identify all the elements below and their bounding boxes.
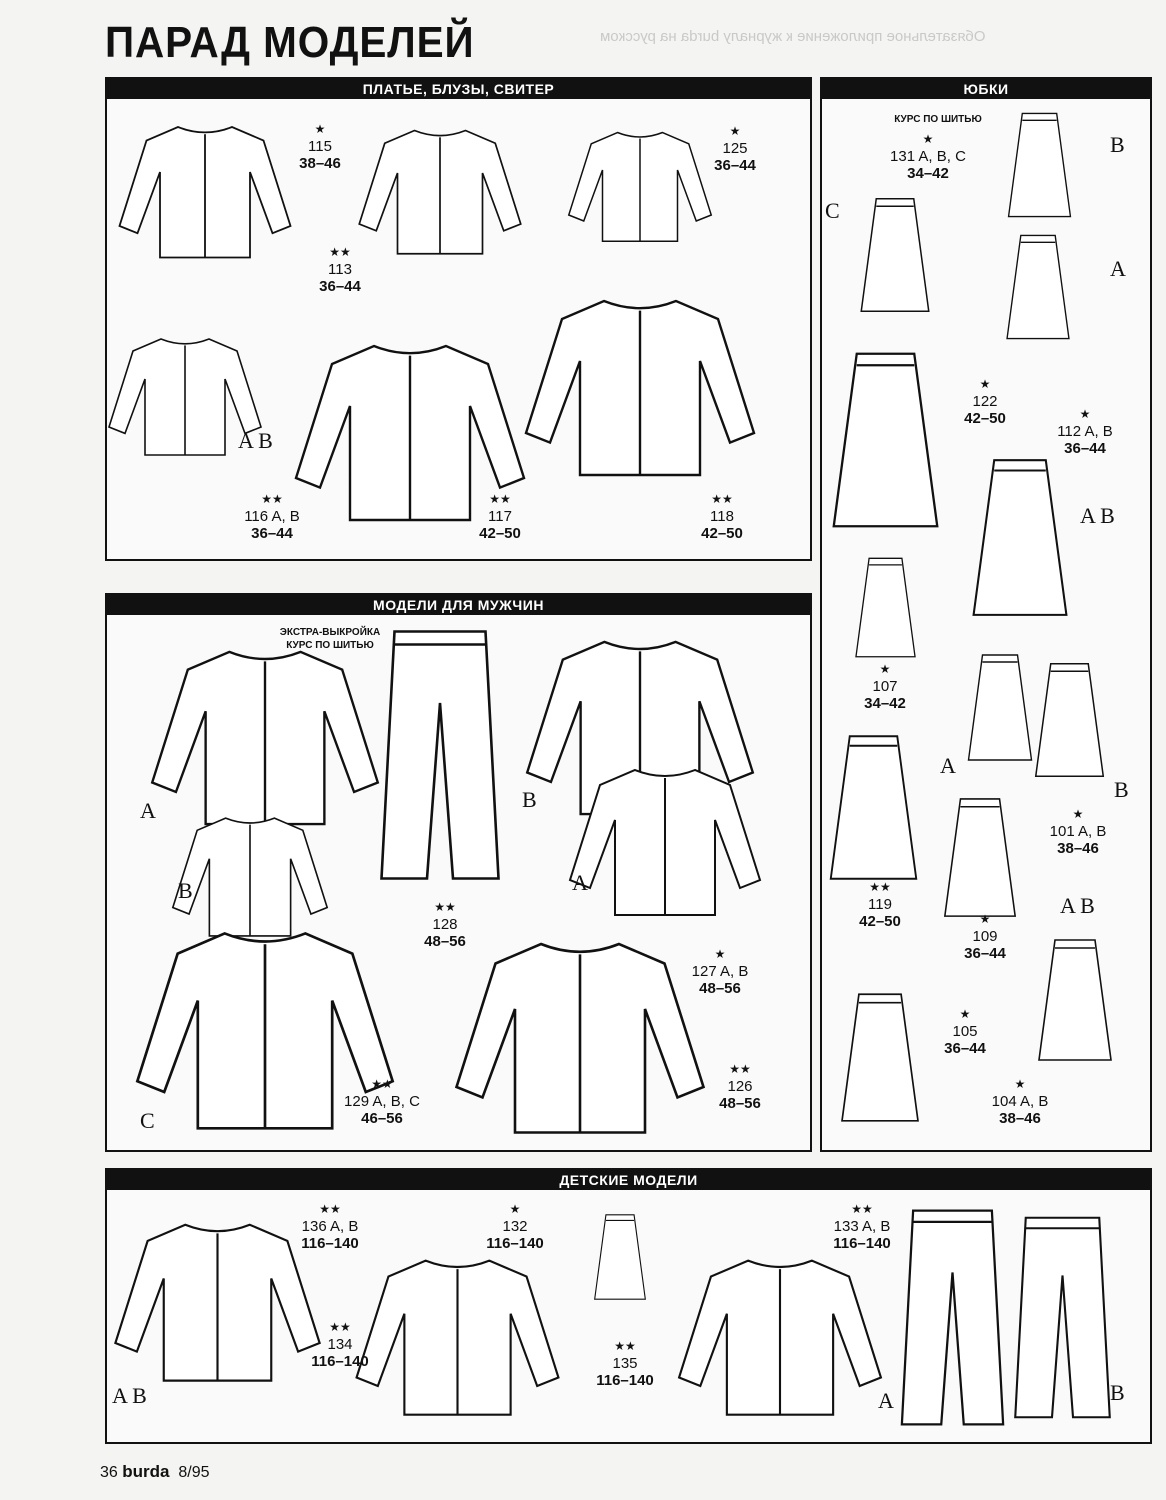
variant-letter: A [1110,256,1126,281]
garment-skirt-101b [1034,662,1105,778]
variant-letter: B [178,878,193,903]
section-header: ДЕТСКИЕ МОДЕЛИ [107,1170,1150,1190]
variant-letter: B [522,787,537,812]
garment-skirt-131a [1005,234,1071,340]
garment-skirt-131c [859,197,931,313]
brand-logo: burda [122,1462,170,1481]
garment-jacket-129a [150,650,380,826]
variant-letter: A B [1060,893,1095,918]
variant-letter: B [1110,132,1125,157]
variant-letter: A B [1080,503,1115,528]
garment-trousers-133b [1014,1216,1111,1419]
garment-trousers-128 [380,630,500,880]
garment-skirt-104 [1038,939,1112,1061]
garment-skirt-101a [967,654,1033,761]
page-footer: 36 burda 8/95 [100,1462,210,1481]
variant-letter: B [1110,1380,1125,1405]
garment-shirt-118 [524,299,756,477]
garment-blazer-126 [455,942,705,1134]
garment-blouse-113 [358,129,522,255]
bleed-through-text: Обязательное приложение к журналу burda … [600,28,986,45]
note-sewing-course: КУРС ПО ШИТЬЮ [894,114,982,125]
variant-letter: B [1114,777,1129,802]
variant-letter: A B [238,428,273,453]
variant-letter: C [140,1108,155,1133]
variant-letter: A [878,1388,894,1413]
garment-shirt-127b [568,768,762,917]
page-title: ПАРАД МОДЕЛЕЙ [105,18,475,67]
garment-dress-116 [107,337,263,457]
variant-letter: A [572,870,588,895]
section-header: ПЛАТЬЕ, БЛУЗЫ, СВИТЕР [107,79,810,99]
garment-skirt-112 [972,458,1068,617]
garment-shirt-132 [355,1259,560,1416]
garment-skirt-109 [944,798,1016,917]
section-header: ЮБКИ [822,79,1150,99]
garment-skirt-119 [829,735,918,880]
variant-letter: A [940,753,956,778]
variant-letter: A [140,798,156,823]
garment-trousers-133 [900,1209,1005,1426]
garment-skirt-131b [1007,112,1072,218]
garment-sweater-115 [118,126,292,259]
garment-skirt-107 [854,557,917,658]
section-header: МОДЕЛИ ДЛЯ МУЖЧИН [107,595,810,615]
variant-letter: C [825,198,840,223]
garment-skirt-105 [841,993,919,1122]
variant-letter: A B [112,1383,147,1408]
garment-skirt-kids [593,1213,647,1301]
garment-jacket-136 [114,1223,321,1382]
garment-shirt-135 [677,1259,883,1416]
garment-skirt-122 [832,352,939,528]
